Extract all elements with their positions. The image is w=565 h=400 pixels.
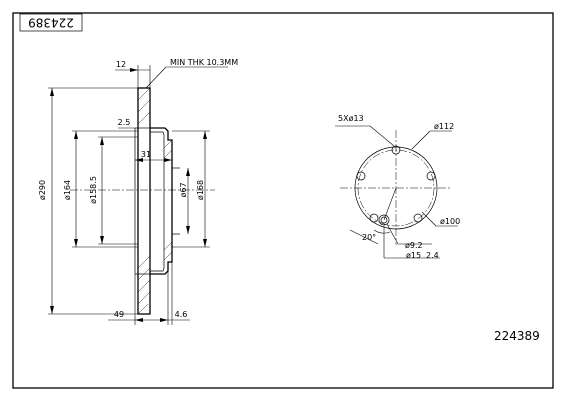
bolt-hole	[426, 171, 436, 181]
ring-hatching	[137, 87, 151, 315]
bolt-hole	[356, 171, 366, 181]
front-view: 5Xø13 ø112 ø100 20° ø9.2 ø15 2.4	[335, 114, 460, 260]
part-number-box: 224389	[19, 13, 83, 32]
part-number: 224389	[494, 329, 540, 343]
counterbore-label: ø15	[406, 251, 421, 260]
bolt-hole	[391, 145, 401, 155]
pcd-label: ø112	[434, 122, 454, 131]
hub-hatching	[163, 139, 173, 261]
min-thickness-note: MIN THK 10.3MM	[170, 58, 238, 67]
bolt-hole	[369, 213, 379, 223]
pin-counterbore	[378, 214, 390, 226]
bolt-holes-label: 5Xø13	[338, 114, 364, 123]
dim-hub-offset: 4.6	[175, 310, 188, 319]
dim-thickness-top: 12	[116, 60, 126, 69]
part-number-box-text: 224389	[28, 16, 74, 30]
dim-hat-depth: 31	[141, 150, 151, 159]
disc-ring	[137, 87, 151, 315]
dim-total-height: 49	[114, 310, 124, 319]
inner-circle-label: ø100	[440, 217, 460, 226]
dim-hat-diameter: ø158.5	[89, 176, 98, 204]
dim-flange-thickness: 2.5	[118, 118, 131, 127]
dim-hub-diameter: ø168	[196, 180, 205, 200]
depth-label: 2.4	[426, 251, 439, 260]
pin-hole	[380, 216, 388, 224]
dim-friction-diameter: ø164	[63, 180, 72, 200]
angle-label: 20°	[362, 233, 376, 242]
bolt-hole	[413, 213, 423, 223]
pin-hole-label: ø9.2	[405, 241, 423, 250]
side-view: ø290 ø164 ø158.5 ø67 ø168 31 2	[38, 58, 238, 325]
drawing-frame	[12, 12, 554, 389]
dim-center-bore: ø67	[179, 182, 188, 197]
dim-outer-diameter: ø290	[38, 180, 47, 200]
